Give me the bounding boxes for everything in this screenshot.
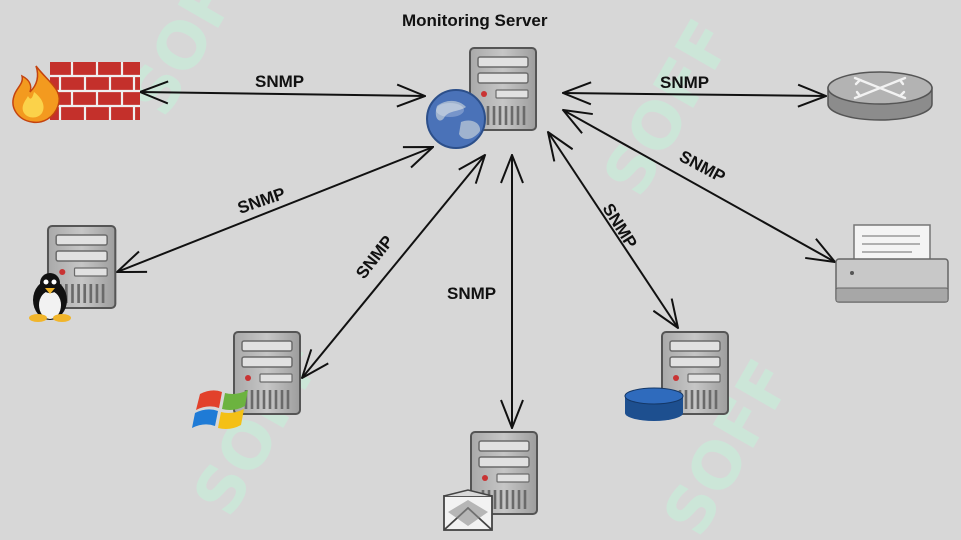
windows-server-icon bbox=[192, 330, 302, 429]
link-printer bbox=[563, 110, 835, 262]
diagram-title: Monitoring Server bbox=[402, 11, 548, 30]
snmp-label-mail: SNMP bbox=[447, 284, 496, 303]
link-windows bbox=[302, 155, 485, 378]
globe-icon bbox=[426, 89, 486, 149]
snmp-label-linux: SNMP bbox=[235, 184, 288, 218]
snmp-label-database: SNMP bbox=[599, 200, 641, 252]
flame-icon bbox=[12, 65, 61, 124]
firewall-icon bbox=[12, 62, 140, 124]
printer-icon bbox=[835, 224, 949, 303]
envelope-icon bbox=[443, 489, 493, 531]
link-firewall bbox=[140, 92, 425, 96]
watermark-text: SOFF bbox=[590, 8, 748, 208]
link-router bbox=[563, 93, 826, 96]
snmp-label-windows: SNMP bbox=[352, 232, 397, 282]
linux-server-icon bbox=[29, 224, 117, 322]
monitoring-server-icon bbox=[426, 46, 538, 149]
snmp-label-printer: SNMP bbox=[676, 147, 728, 187]
tux-penguin-icon bbox=[29, 273, 71, 322]
connections bbox=[117, 92, 835, 428]
router-icon bbox=[827, 71, 933, 121]
snmp-label-router: SNMP bbox=[660, 73, 709, 92]
windows-logo-icon bbox=[192, 390, 248, 429]
mail-server-icon bbox=[443, 430, 539, 531]
database-icon bbox=[624, 387, 684, 421]
snmp-label-firewall: SNMP bbox=[255, 72, 304, 91]
database-server-icon bbox=[624, 330, 730, 421]
